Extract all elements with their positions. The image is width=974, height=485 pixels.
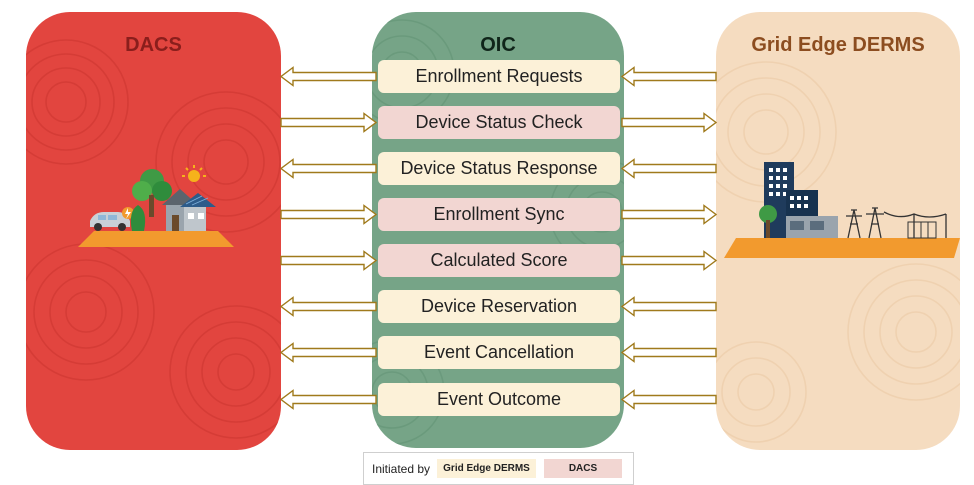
arrow-right-enrollment-requests (620, 66, 717, 87)
arrow-right-event-cancellation (620, 342, 717, 363)
arrow-left-event-cancellation (279, 342, 377, 363)
legend-label: Initiated by (372, 462, 431, 476)
arrow-left-device-status-check (280, 112, 378, 133)
arrow-right-device-status-check (621, 112, 718, 133)
message-device-reservation: Device Reservation (378, 290, 620, 323)
arrow-right-device-status-response (620, 158, 717, 179)
derms-title: Grid Edge DERMS (751, 34, 925, 56)
dacs-texture (26, 39, 281, 439)
message-event-cancellation: Event Cancellation (378, 336, 620, 369)
oic-title: OIC (480, 34, 516, 56)
message-enrollment-requests: Enrollment Requests (378, 60, 620, 93)
dacs-title: DACS (125, 34, 182, 56)
arrow-left-enrollment-requests (279, 66, 377, 87)
city-grid-substation-illustration (724, 162, 960, 258)
message-calculated-score: Calculated Score (378, 244, 620, 277)
house-solar-car-illustration (78, 165, 234, 247)
arrow-left-device-status-response (279, 158, 377, 179)
arrow-right-calculated-score (621, 250, 718, 271)
legend-chip-derms: Grid Edge DERMS (437, 459, 536, 478)
arrow-left-calculated-score (280, 250, 378, 271)
arrow-right-device-reservation (620, 296, 717, 317)
arrow-left-event-outcome (279, 389, 377, 410)
legend: Initiated by Grid Edge DERMS DACS (363, 452, 634, 485)
message-device-status-response: Device Status Response (378, 152, 620, 185)
message-enrollment-sync: Enrollment Sync (378, 198, 620, 231)
arrow-left-enrollment-sync (280, 204, 378, 225)
legend-chip-dacs: DACS (544, 459, 622, 478)
arrow-left-device-reservation (279, 296, 377, 317)
message-event-outcome: Event Outcome (378, 383, 620, 416)
message-device-status-check: Device Status Check (378, 106, 620, 139)
arrow-right-event-outcome (620, 389, 717, 410)
dacs-panel: DACS (26, 12, 281, 450)
arrow-right-enrollment-sync (621, 204, 718, 225)
